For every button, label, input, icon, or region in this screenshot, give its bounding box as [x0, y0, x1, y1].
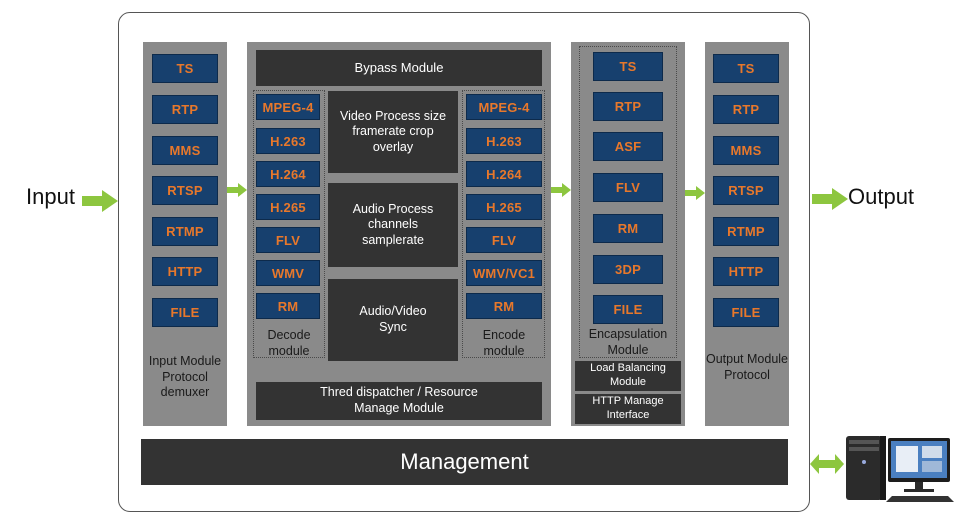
input-module-panel: TS RTP MMS RTSP RTMP HTTP FILE Input Mod…	[143, 42, 227, 426]
bypass-module: Bypass Module	[256, 50, 542, 86]
encapsulation-format-chip: RTP	[593, 92, 663, 121]
decode-codec-chip: H.264	[256, 161, 320, 187]
output-protocol-chip: RTSP	[713, 176, 779, 205]
output-label: Output	[848, 184, 915, 209]
arrow-right-icon	[812, 188, 848, 210]
decode-codec-chip: WMV	[256, 260, 320, 286]
audio-process-box: Audio Process channels samplerate	[328, 183, 458, 267]
decode-codec-chip: H.265	[256, 194, 320, 220]
decode-caption: Decode module	[267, 328, 311, 358]
output-module-caption: Output Module Protocol	[706, 352, 788, 382]
http-manage-interface: HTTP Manage Interface	[575, 394, 681, 424]
encode-codec-chip: H.265	[466, 194, 542, 220]
encapsulation-format-chip: TS	[593, 52, 663, 81]
management-bar: Management	[141, 439, 788, 485]
input-protocol-chip: RTSP	[152, 176, 218, 205]
input-label: Input	[26, 184, 75, 209]
decode-codec-chip: MPEG-4	[256, 94, 320, 120]
encode-codec-chip: H.264	[466, 161, 542, 187]
decode-codec-chip: H.263	[256, 128, 320, 154]
av-sync-box: Audio/Video Sync	[328, 279, 458, 361]
input-module-caption: Input Module Protocol demuxer	[148, 354, 222, 400]
arrow-right-icon	[685, 186, 705, 200]
encode-codec-chip: FLV	[466, 227, 542, 253]
arrow-right-icon	[82, 190, 118, 212]
decode-codec-chip: RM	[256, 293, 320, 319]
dispatcher-module: Thred dispatcher / Resource Manage Modul…	[256, 382, 542, 420]
encapsulation-group	[579, 46, 677, 358]
output-protocol-chip: HTTP	[713, 257, 779, 286]
encode-caption: Encode module	[482, 328, 526, 358]
input-protocol-chip: RTMP	[152, 217, 218, 246]
output-protocol-chip: FILE	[713, 298, 779, 327]
arrow-right-icon	[227, 183, 247, 197]
encapsulation-panel: TS RTP ASF FLV RM 3DP FILE Encapsulation…	[571, 42, 685, 426]
encapsulation-format-chip: ASF	[593, 132, 663, 161]
encode-codec-chip: RM	[466, 293, 542, 319]
computer-icon	[846, 436, 954, 502]
encapsulation-caption: Encapsulation Module	[588, 327, 668, 357]
load-balancing-module: Load Balancing Module	[575, 361, 681, 391]
double-arrow-icon	[810, 454, 844, 474]
input-protocol-chip: FILE	[152, 298, 218, 327]
input-protocol-chip: MMS	[152, 136, 218, 165]
video-process-box: Video Process size framerate crop overla…	[328, 91, 458, 173]
input-protocol-chip: HTTP	[152, 257, 218, 286]
output-module-panel: TS RTP MMS RTSP RTMP HTTP FILE Output Mo…	[705, 42, 789, 426]
encode-codec-chip: H.263	[466, 128, 542, 154]
arrow-right-icon	[551, 183, 571, 197]
output-protocol-chip: MMS	[713, 136, 779, 165]
input-protocol-chip: RTP	[152, 95, 218, 124]
encapsulation-format-chip: FLV	[593, 173, 663, 202]
encode-codec-chip: WMV/VC1	[466, 260, 542, 286]
decode-group	[253, 90, 325, 358]
encapsulation-format-chip: RM	[593, 214, 663, 243]
encode-codec-chip: MPEG-4	[466, 94, 542, 120]
encapsulation-format-chip: FILE	[593, 295, 663, 324]
output-protocol-chip: TS	[713, 54, 779, 83]
encode-group	[462, 90, 545, 358]
decode-codec-chip: FLV	[256, 227, 320, 253]
output-protocol-chip: RTP	[713, 95, 779, 124]
input-protocol-chip: TS	[152, 54, 218, 83]
encapsulation-format-chip: 3DP	[593, 255, 663, 284]
output-protocol-chip: RTMP	[713, 217, 779, 246]
processing-panel: Bypass Module MPEG-4 H.263 H.264 H.265 F…	[247, 42, 551, 426]
